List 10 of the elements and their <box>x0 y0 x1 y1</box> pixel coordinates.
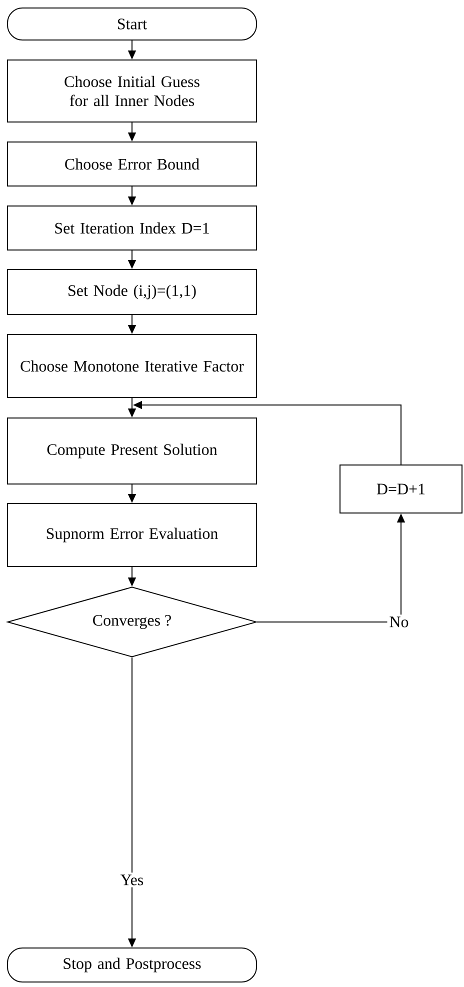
process-box: Supnorm Error Evaluation <box>7 503 257 567</box>
process-box: Set Iteration Index D=1 <box>7 206 257 250</box>
process-box: Choose Monotone Iterative Factor <box>7 334 257 398</box>
edge-label: No <box>387 614 411 630</box>
process-box: D=D+1 <box>340 464 462 514</box>
process-box: Set Node (i,j)=(1,1) <box>7 269 257 315</box>
process-box: Choose Error Bound <box>7 142 257 186</box>
process-box: Compute Present Solution <box>7 418 257 484</box>
edge-label: Yes <box>118 872 146 888</box>
process-box: Choose Initial Guess for all Inner Nodes <box>7 60 257 122</box>
